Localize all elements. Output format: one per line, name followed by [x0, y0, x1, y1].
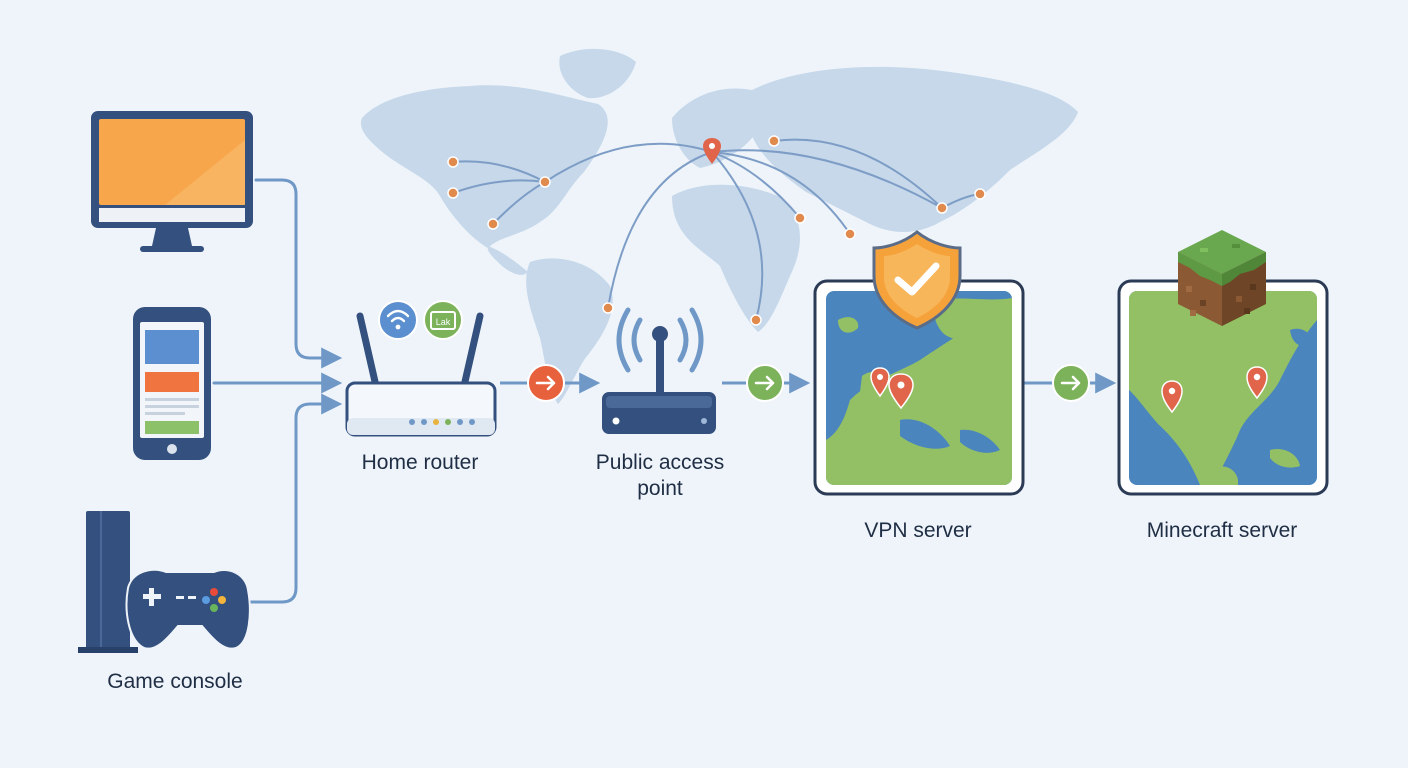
- arrow-right-icon: [1052, 364, 1090, 402]
- game-console-icon: [78, 511, 138, 653]
- smartphone-icon: [133, 307, 211, 460]
- map-central-america: [487, 246, 528, 275]
- arrow-right-icon: [527, 364, 565, 402]
- map-pin-icon: [1246, 366, 1268, 400]
- lock-badge-text: Lak: [436, 317, 451, 327]
- access-point-icon: [602, 307, 716, 434]
- public-access-point-label-line1: Public access: [595, 451, 725, 474]
- map-pin-icon: [888, 373, 914, 410]
- desktop-monitor-icon: [91, 111, 253, 252]
- map-pin-icon: [870, 367, 890, 398]
- map-location-pin-icon: [703, 138, 721, 164]
- map-pin-icon: [1161, 380, 1183, 414]
- map-north-america: [360, 85, 608, 248]
- public-access-point-label-line2: point: [637, 477, 683, 500]
- router-icon: [345, 312, 497, 437]
- route-arcs: [452, 138, 981, 321]
- vpn-server-label: VPN server: [864, 519, 972, 542]
- arrow-right-icon: [746, 364, 784, 402]
- map-greenland: [559, 48, 636, 99]
- minecraft-block-icon: [1178, 230, 1266, 326]
- game-console-label: Game console: [107, 670, 243, 693]
- gamepad-icon: [125, 568, 251, 650]
- wifi-icon: [378, 300, 418, 340]
- home-router-label: Home router: [361, 451, 479, 474]
- public-access-point-label: Public access point: [596, 450, 724, 502]
- device-connectors: [212, 178, 343, 604]
- route-dots: [447, 135, 986, 326]
- shield-check-icon: [872, 230, 962, 330]
- minecraft-server-label: Minecraft server: [1146, 519, 1298, 542]
- lock-badge: Lak: [423, 300, 463, 340]
- map-asia: [746, 66, 1078, 232]
- map-africa: [672, 184, 800, 332]
